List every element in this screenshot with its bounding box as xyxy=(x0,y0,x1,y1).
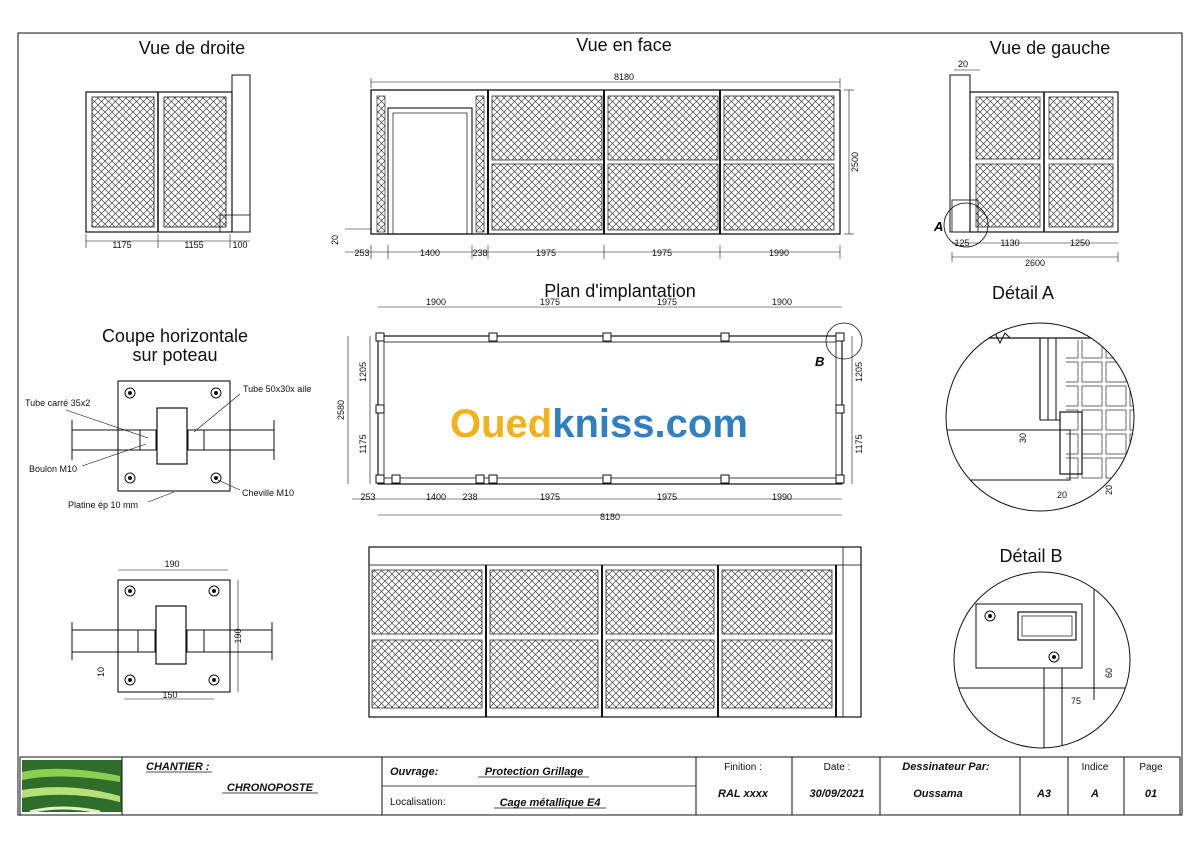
dim-left-top: 20 xyxy=(958,59,968,69)
dim-front-6: 1990 xyxy=(769,248,789,258)
company-logo xyxy=(22,760,122,814)
dim-plan-top-4: 1900 xyxy=(772,297,792,307)
view-left: Vue de gauche 20 A 125 1130 1250 2600 xyxy=(933,38,1119,268)
dim-section-inner: 150 xyxy=(162,690,177,700)
dim-left-3: 1250 xyxy=(1070,238,1090,248)
detail-a-title: Détail A xyxy=(992,283,1054,303)
dim-plan-bottom-4: 1975 xyxy=(540,492,560,502)
localisation-value: Cage métallique E4 xyxy=(500,797,601,809)
dim-right-2: 1155 xyxy=(184,240,203,250)
detail-b: Détail B 60 75 xyxy=(953,546,1131,749)
dim-right-1: 1175 xyxy=(112,240,131,250)
dim-plan-right-2: 1175 xyxy=(854,434,864,453)
dim-plan-bottom-6: 1990 xyxy=(772,492,792,502)
dim-left-1: 125 xyxy=(954,238,969,248)
dim-detail-b-2: 75 xyxy=(1071,696,1081,706)
rear-view xyxy=(368,546,862,718)
dim-front-4: 1975 xyxy=(536,248,556,258)
left-marker-a: A xyxy=(933,219,943,234)
plan-view: Plan d'implantation 1900 1975 1975 1900 … xyxy=(336,281,864,522)
dim-section-offset: 10 xyxy=(96,667,106,677)
date-label: Date : xyxy=(824,762,851,773)
view-right: Vue de droite 1175 1155 100 xyxy=(85,38,251,250)
view-left-title: Vue de gauche xyxy=(990,38,1110,58)
dim-front-height: 2500 xyxy=(850,152,860,172)
ouvrage-label: Ouvrage: xyxy=(390,766,439,778)
dim-plan-left-2: 1175 xyxy=(358,434,368,453)
view-front-title: Vue en face xyxy=(576,35,671,55)
svg-text:Ouedkniss.com: Ouedkniss.com xyxy=(450,402,748,446)
localisation-label: Localisation: xyxy=(390,797,446,808)
dim-front-5: 1975 xyxy=(652,248,672,258)
dim-plan-left-total: 2580 xyxy=(336,400,346,420)
dim-plan-bottom-1: 253 xyxy=(360,492,375,502)
dim-detail-b-1: 60 xyxy=(1104,668,1114,678)
dim-detail-a-1: 30 xyxy=(1018,433,1028,443)
plan-title: Plan d'implantation xyxy=(544,281,696,301)
dim-front-2: 1400 xyxy=(420,248,440,258)
ouvrage-value: Protection Grillage xyxy=(485,766,583,778)
indice-label: Indice xyxy=(1082,762,1109,773)
plan-marker-b: B xyxy=(815,354,824,369)
dim-plan-bottom-3: 238 xyxy=(462,492,477,502)
page-label: Page xyxy=(1139,762,1163,773)
dim-front-3: 238 xyxy=(472,248,487,258)
dim-front-total: 8180 xyxy=(614,72,634,82)
label-boulon: Boulon M10 xyxy=(29,464,77,474)
indice-value: A xyxy=(1090,788,1099,800)
date-value: 30/09/2021 xyxy=(809,788,864,800)
dim-plan-top-3: 1975 xyxy=(657,297,677,307)
label-tube-50: Tube 50x30x aile xyxy=(243,384,311,394)
dim-section-w: 190 xyxy=(164,559,179,569)
page-value: 01 xyxy=(1145,788,1157,800)
dim-front-1: 253 xyxy=(354,248,369,258)
label-tube-carre: Tube carré 35x2 xyxy=(25,398,90,408)
dim-left-2: 1130 xyxy=(1000,238,1019,248)
section-dim-view: 190 190 150 10 xyxy=(71,559,273,700)
chantier-label: CHANTIER : xyxy=(146,761,210,773)
finition-value: RAL xxxx xyxy=(718,788,769,800)
dim-plan-left-1: 1205 xyxy=(358,362,368,382)
watermark: Ouedkniss.com xyxy=(450,402,748,446)
section-title-1: Coupe horizontale xyxy=(102,326,248,346)
detail-b-title: Détail B xyxy=(999,546,1062,566)
section-title-2: sur poteau xyxy=(132,345,217,365)
section-view: Coupe horizontale sur poteau Tube carré … xyxy=(25,326,311,510)
dim-plan-bottom-5: 1975 xyxy=(657,492,677,502)
watermark-oued: Oued xyxy=(450,402,552,446)
dim-plan-right-1: 1205 xyxy=(854,362,864,382)
watermark-kniss: kniss xyxy=(552,402,654,446)
dim-front-base: 20 xyxy=(330,235,340,245)
dessinateur-value: Oussama xyxy=(913,788,963,800)
detail-a: Détail A 30 20 20 xyxy=(945,283,1135,512)
dim-section-h: 190 xyxy=(233,628,243,643)
dim-right-3: 100 xyxy=(232,240,247,250)
view-front: Vue en face 8180 2500 20 253 1400 xyxy=(330,35,860,259)
dessinateur-label: Dessinateur Par: xyxy=(902,761,990,773)
label-platine: Platine ép 10 mm xyxy=(68,500,138,510)
title-block: CHANTIER : CHRONOPOSTE Ouvrage: Protecti… xyxy=(19,756,1181,816)
dim-plan-total: 8180 xyxy=(600,512,620,522)
chantier-value: CHRONOPOSTE xyxy=(227,782,314,794)
dim-left-total: 2600 xyxy=(1025,258,1045,268)
label-cheville: Cheville M10 xyxy=(242,488,294,498)
dim-plan-top-1: 1900 xyxy=(426,297,446,307)
dim-plan-top-2: 1975 xyxy=(540,297,560,307)
dim-plan-bottom-2: 1400 xyxy=(426,492,446,502)
view-right-title: Vue de droite xyxy=(139,38,245,58)
finition-label: Finition : xyxy=(724,762,762,773)
format-value: A3 xyxy=(1036,788,1051,800)
watermark-com: .com xyxy=(655,402,748,446)
dim-detail-a-2: 20 xyxy=(1057,490,1067,500)
dim-detail-a-3: 20 xyxy=(1104,485,1114,495)
